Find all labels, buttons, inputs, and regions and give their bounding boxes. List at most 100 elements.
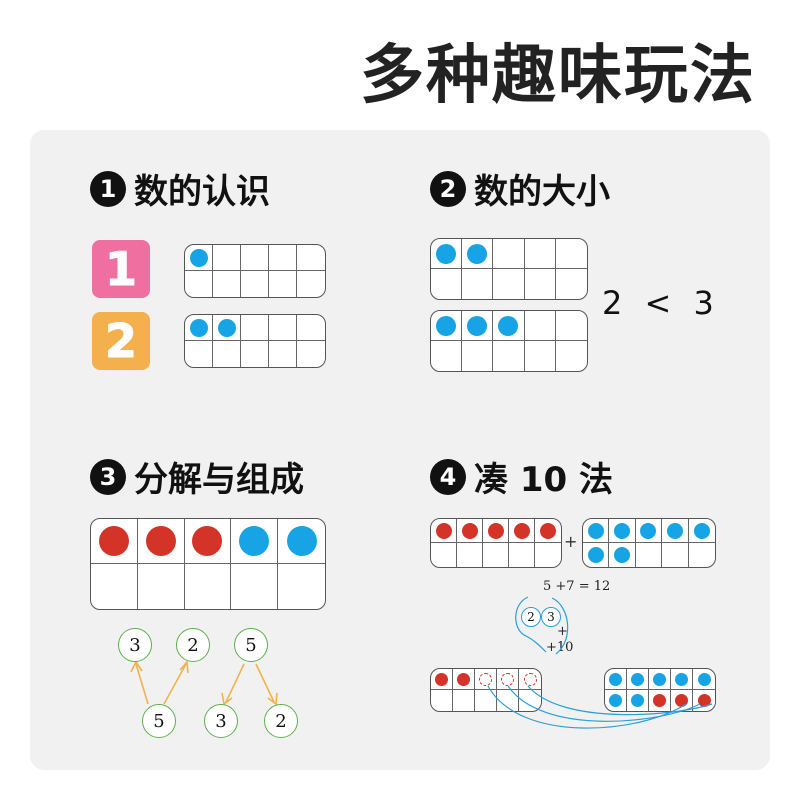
frame-cell (555, 239, 587, 269)
empty-counter (501, 672, 514, 686)
frame-cell (241, 341, 269, 367)
frame-cell (693, 669, 715, 690)
blue-counter (653, 672, 666, 686)
frame-cell (185, 341, 213, 367)
frame-cell (269, 341, 297, 367)
frame-cell (555, 311, 587, 341)
frame-cell (213, 245, 241, 271)
bubble-bottom: 2 (264, 704, 298, 738)
blue-counter (467, 243, 488, 264)
blue-counter (631, 672, 644, 686)
bubble-top: 2 (176, 628, 210, 662)
red-counter (98, 526, 129, 556)
frame-cell (297, 245, 325, 271)
frame-cell (431, 519, 457, 543)
frame-cell (671, 690, 693, 711)
frame-cell (635, 519, 663, 543)
split-bubble: 2 (521, 607, 541, 627)
frame-cell (524, 239, 556, 269)
blue-counter (614, 547, 631, 563)
blue-counter (239, 526, 270, 556)
frame-cell (269, 245, 297, 271)
blue-counter (189, 318, 208, 337)
bubble-bottom: 3 (204, 704, 238, 738)
frame-cell (627, 669, 649, 690)
frame-cell (431, 269, 463, 299)
frame-cell (185, 271, 213, 297)
section-number: 4 (430, 458, 466, 495)
frame-cell (483, 543, 509, 567)
red-counter (192, 526, 223, 556)
blue-counter (614, 522, 631, 539)
blue-counter (587, 522, 604, 539)
blue-counter (666, 522, 683, 539)
blue-counter (609, 672, 622, 686)
plus-mark: + (557, 624, 568, 639)
frame-cell (91, 519, 138, 564)
frame-cell (462, 311, 494, 341)
blue-counter (436, 243, 457, 264)
frame-cell (636, 543, 663, 567)
frame-cell (605, 669, 627, 690)
frame-cell (184, 519, 232, 564)
frame-cell (457, 543, 483, 567)
section-label: 凑 10 法 (474, 460, 613, 500)
frame-cell (583, 543, 610, 567)
frame-cell (509, 543, 535, 567)
frame-cell (431, 239, 463, 269)
section-number: 3 (90, 458, 126, 495)
blue-counter (467, 315, 488, 336)
frame-cell (493, 269, 525, 299)
frame-cell (493, 239, 525, 269)
frame-cell (649, 669, 671, 690)
frame-cell (457, 519, 483, 543)
red-counter (697, 694, 711, 707)
frame-cell (137, 519, 185, 564)
section-label: 数的大小 (474, 172, 610, 212)
frame-cell (525, 269, 556, 299)
ten-frame-make-ten-left (430, 518, 562, 568)
number-card-2: 2 (92, 312, 150, 370)
frame-cell (231, 564, 279, 609)
red-counter (487, 522, 504, 539)
frame-cell (525, 341, 556, 371)
red-counter (435, 522, 452, 539)
blue-counter (498, 315, 519, 336)
frame-cell (431, 341, 463, 371)
frame-cell (462, 341, 494, 371)
frame-cell (605, 690, 627, 711)
red-counter (675, 694, 688, 707)
ten-frame-recognize-1 (184, 244, 326, 298)
plus-sign: + (564, 532, 578, 551)
red-counter (540, 522, 556, 539)
section-title-make-ten: 4 凑 10 法 (430, 452, 613, 501)
red-counter (457, 672, 470, 686)
frame-cell (185, 245, 213, 271)
frame-cell (649, 690, 671, 711)
frame-cell (509, 519, 535, 543)
frame-cell (662, 519, 689, 543)
frame-cell (431, 311, 463, 341)
section-number: 2 (430, 170, 466, 207)
frame-cell (431, 690, 453, 711)
content-panel (30, 130, 770, 770)
frame-cell (185, 564, 232, 609)
frame-cell (493, 341, 525, 371)
ten-frame-make-ten-right (582, 518, 716, 568)
section-label: 数的认识 (134, 172, 270, 212)
frame-cell (462, 269, 494, 299)
red-counter (461, 522, 478, 539)
frame-cell (241, 315, 269, 341)
frame-cell (519, 669, 541, 690)
page-title: 多种趣味玩法 (360, 39, 756, 113)
blue-counter (697, 672, 711, 686)
blue-counter (609, 694, 622, 707)
number-card-1: 1 (92, 240, 150, 298)
red-counter (145, 526, 176, 556)
frame-cell (453, 690, 475, 711)
frame-cell (241, 245, 269, 271)
frame-cell (462, 239, 494, 269)
section-title-decompose: 3 分解与组成 (90, 452, 304, 501)
blue-counter (587, 547, 604, 563)
